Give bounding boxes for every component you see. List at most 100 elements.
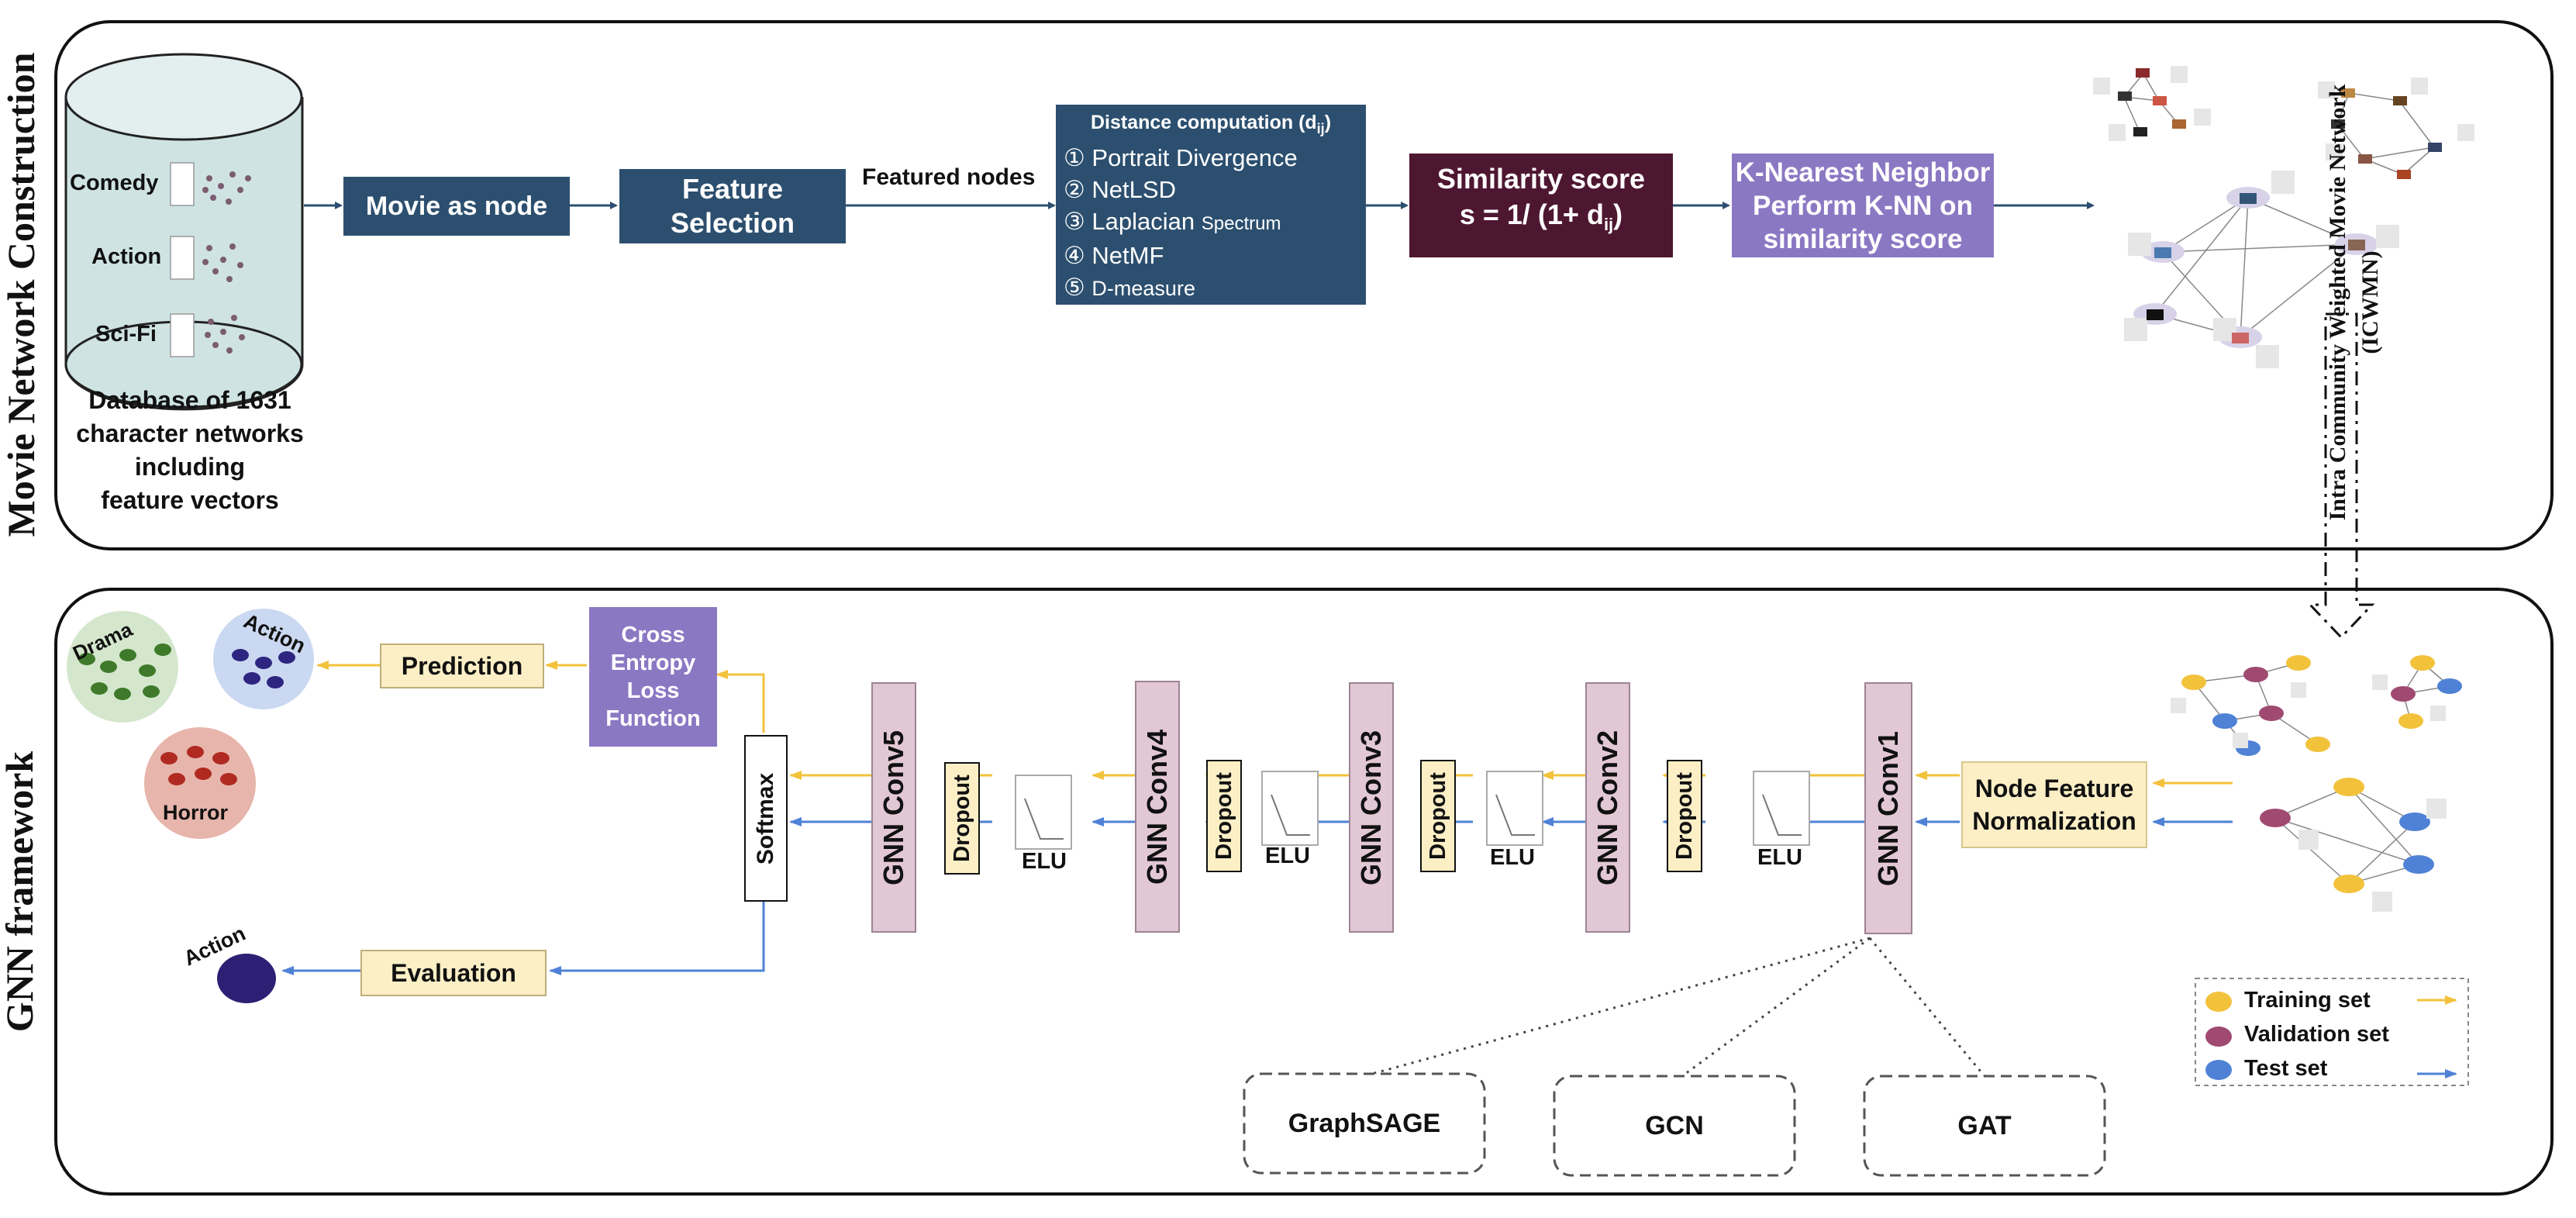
db-genre-action: Action	[91, 244, 162, 269]
elu-label-3: ELU	[1265, 844, 1310, 868]
distance-item-1-text: Portrait Divergence	[1091, 144, 1298, 171]
gnn-train-arrows	[316, 661, 2233, 788]
icwmn-label-line1: Intra Community Weighted Movie Network	[2325, 84, 2350, 521]
cluster-label-horror: Horror	[163, 801, 229, 824]
distance-item-2-text: NetLSD	[1091, 176, 1176, 203]
softmax-label: Softmax	[753, 772, 779, 864]
elu-label-1: ELU	[1757, 845, 1802, 870]
db-caption-line4: feature vectors	[101, 486, 279, 514]
variant-connectors	[1371, 937, 1986, 1078]
variant-gcn: GCN	[1554, 1076, 1795, 1175]
evaluation-box: Evaluation	[360, 950, 547, 996]
similarity-line1: Similarity score	[1436, 163, 1646, 195]
variant-boxes	[1243, 1072, 2106, 1177]
db-genre-comedy: Comedy	[70, 171, 159, 195]
similarity-line2: s = 1/ (1+ dij)	[1409, 197, 1673, 243]
cross-entropy-line1: Cross	[621, 623, 685, 647]
db-caption-line2: character networks	[76, 419, 304, 447]
cross-entropy-line3: Loss	[626, 678, 680, 703]
gnn-input-network	[2171, 655, 2462, 912]
dropout-block-4: Dropout	[944, 762, 980, 875]
gnn-test-arrows	[281, 817, 2233, 975]
gnn-conv1-block: GNN Conv1	[1864, 682, 1912, 934]
node-feature-norm-box: Node Feature Normalization	[1961, 761, 2147, 848]
distance-item-2: ② NetLSD	[1064, 174, 1358, 205]
prediction-box: Prediction	[380, 644, 544, 688]
bottom-panel-frame	[54, 588, 2554, 1196]
distance-item-5: ⑤ D-measure	[1064, 271, 1358, 305]
dropout-label-4: Dropout	[949, 775, 974, 862]
distance-item-3-text: Laplacian	[1091, 208, 1202, 235]
gnn-conv1-label: GNN Conv1	[1872, 730, 1904, 886]
dropout-block-1: Dropout	[1667, 760, 1702, 872]
elu-curves	[1024, 794, 1802, 840]
icwmn-network-graphic	[2093, 66, 2474, 368]
distance-item-4-text: NetMF	[1091, 242, 1164, 269]
db-caption-line1: Database of 1631	[88, 386, 291, 414]
distance-item-5-small: D-measure	[1091, 277, 1195, 300]
distance-item-3: ③ Laplacian Spectrum	[1064, 205, 1358, 240]
prediction-clusters	[67, 609, 314, 1003]
distance-item-1-num: ①	[1064, 144, 1085, 171]
legend-swatch-validation	[2205, 1027, 2232, 1047]
softmax-block: Softmax	[744, 735, 788, 902]
featured-nodes-label: Featured nodes	[862, 164, 1036, 190]
movie-as-node-label: Movie as node	[365, 191, 548, 221]
distance-title: Distance computation (dij)	[1064, 109, 1358, 142]
bottom-section-label: GNN framework	[0, 750, 41, 1033]
dropout-block-2: Dropout	[1420, 760, 1456, 872]
movie-as-node-box: Movie as node	[343, 177, 570, 236]
distance-item-2-num: ②	[1064, 176, 1085, 203]
variant-gat-label: GAT	[1957, 1110, 2012, 1140]
prediction-label: Prediction	[401, 651, 523, 680]
legend-label-validation: Validation set	[2244, 1022, 2389, 1047]
distance-item-3-num: ③	[1064, 208, 1085, 235]
distance-item-4-num: ④	[1064, 242, 1085, 269]
dropout-label-3: Dropout	[1211, 772, 1236, 860]
distance-title-close: )	[1324, 112, 1332, 133]
db-caption: Database of 1631 character networks incl…	[47, 384, 333, 517]
knn-line1: K-Nearest Neighbor	[1735, 157, 1991, 188]
feature-selection-box: Feature Selection	[619, 169, 846, 243]
feature-selection-line1: Feature	[681, 173, 784, 205]
distance-item-4: ④ NetMF	[1064, 240, 1358, 271]
distance-title-text: Distance computation (d	[1090, 112, 1317, 133]
gnn-conv5-label: GNN Conv5	[878, 730, 909, 885]
gnn-conv2-label: GNN Conv2	[1591, 730, 1623, 885]
icwmn-label-line2: (ICWMN)	[2357, 250, 2383, 354]
distance-item-3-small: Spectrum	[1201, 213, 1281, 234]
elu-label-4: ELU	[1022, 849, 1067, 874]
similarity-sub: ij	[1603, 215, 1614, 235]
legend-swatch-test	[2205, 1060, 2232, 1080]
knn-box: K-Nearest Neighbor Perform K-NN on simil…	[1732, 154, 1994, 257]
distance-title-sub: ij	[1316, 121, 1325, 136]
gnn-conv5-block: GNN Conv5	[871, 682, 916, 933]
eval-output-node	[217, 954, 276, 1003]
feature-selection-line2: Selection	[670, 207, 795, 239]
dropout-label-1: Dropout	[1671, 772, 1697, 860]
icwmn-label: Intra Community Weighted Movie Network (…	[2322, 62, 2407, 543]
db-feature-vectors	[170, 162, 195, 357]
dropout-label-2: Dropout	[1425, 772, 1450, 860]
legend-label-test: Test set	[2244, 1056, 2328, 1081]
node-feature-norm-line2: Normalization	[1972, 807, 2136, 835]
gnn-conv2-block: GNN Conv2	[1585, 682, 1630, 933]
db-genre-scifi: Sci-Fi	[95, 322, 157, 347]
gnn-conv4-block: GNN Conv4	[1135, 681, 1180, 933]
distance-item-5-num: ⑤	[1064, 274, 1085, 301]
legend-swatch-training	[2205, 992, 2232, 1012]
db-scatter-points	[202, 171, 251, 354]
variant-graphsage-label: GraphSAGE	[1288, 1108, 1441, 1138]
cross-entropy-line4: Function	[605, 706, 701, 731]
similarity-formula: s = 1/ (1+ d	[1459, 198, 1604, 230]
db-caption-line3: including	[134, 453, 246, 481]
dropout-block-3: Dropout	[1206, 760, 1242, 872]
knn-line2: Perform K-NN on	[1753, 190, 1973, 221]
distance-box: Distance computation (dij) ① Portrait Di…	[1056, 105, 1366, 305]
knn-line3: similarity score	[1763, 223, 1963, 254]
gnn-conv3-label: GNN Conv3	[1355, 730, 1387, 885]
similarity-box: Similarity score s = 1/ (1+ dij)	[1409, 154, 1673, 257]
gnn-conv3-block: GNN Conv3	[1349, 682, 1394, 933]
variant-gat: GAT	[1864, 1076, 2105, 1175]
cross-entropy-line2: Entropy	[610, 650, 696, 675]
